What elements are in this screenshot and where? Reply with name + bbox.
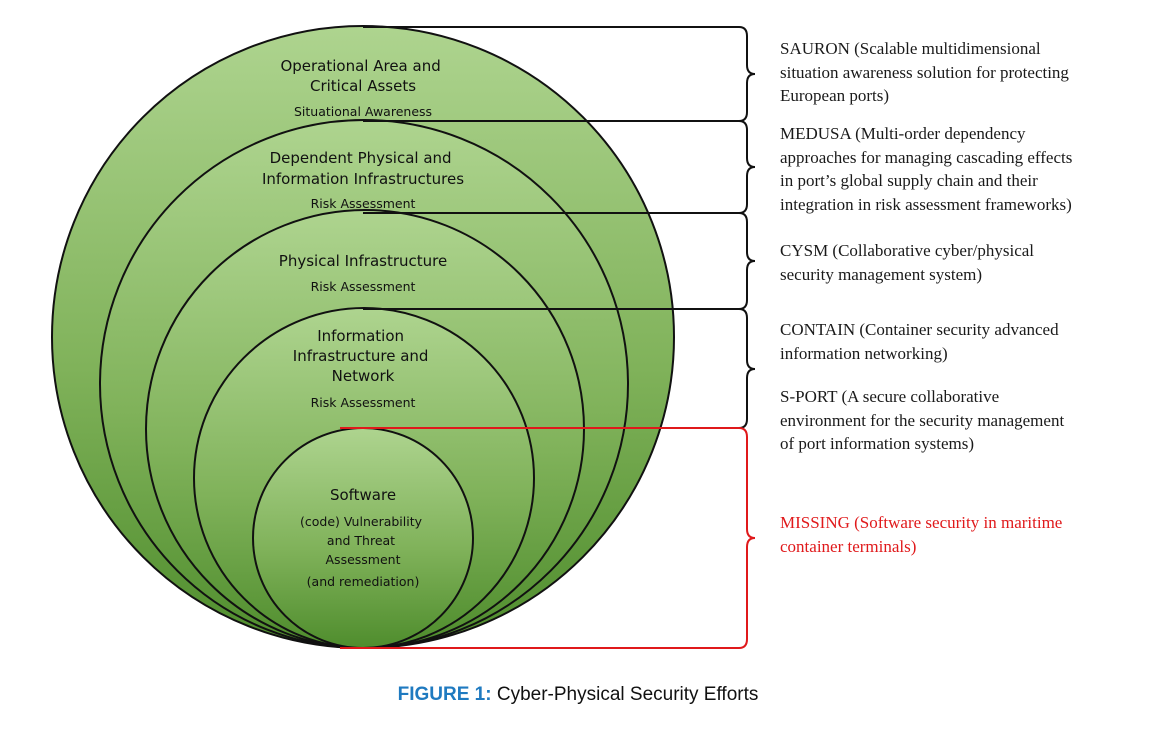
project-cysm: CYSM (Collaborative cyber/physical secur… [780,241,1038,284]
level-4-extra: (and remediation) [307,574,420,589]
level-4-title: Software [330,486,396,504]
brace-cysm [738,212,756,310]
level-2-subtitle: Risk Assessment [311,279,416,294]
brace-sauron [738,26,756,122]
level-0-subtitle: Situational Awareness [294,104,432,119]
level-0-title: Operational Area and Critical Assets [280,57,445,95]
level-3-subtitle: Risk Assessment [311,395,416,410]
level-4-subtitle: (code) Vulnerability and Threat Assessme… [300,514,426,567]
brace-missing [738,427,756,649]
figure-caption-label: FIGURE 1: [398,684,492,705]
figure-caption: FIGURE 1: Cyber-Physical Security Effort… [398,684,759,705]
brace-contain-sport [738,308,756,429]
figure-caption-text: Cyber-Physical Security Efforts [492,684,759,705]
level-1-subtitle: Risk Assessment [311,196,416,211]
project-medusa: MEDUSA (Multi-order dependency approache… [780,124,1077,214]
project-contain: CONTAIN (Container security advanced inf… [780,320,1063,363]
project-missing: MISSING (Software security in maritime c… [780,513,1067,556]
brace-medusa [738,120,756,214]
project-sauron: SAURON (Scalable multidimensional situat… [780,39,1073,105]
level-3-title: Information Infrastructure and Network [293,327,433,385]
project-s-port: S-PORT (A secure collaborative environme… [780,387,1068,453]
level-2-title: Physical Infrastructure [279,252,447,270]
level-1-title: Dependent Physical and Information Infra… [262,149,464,188]
